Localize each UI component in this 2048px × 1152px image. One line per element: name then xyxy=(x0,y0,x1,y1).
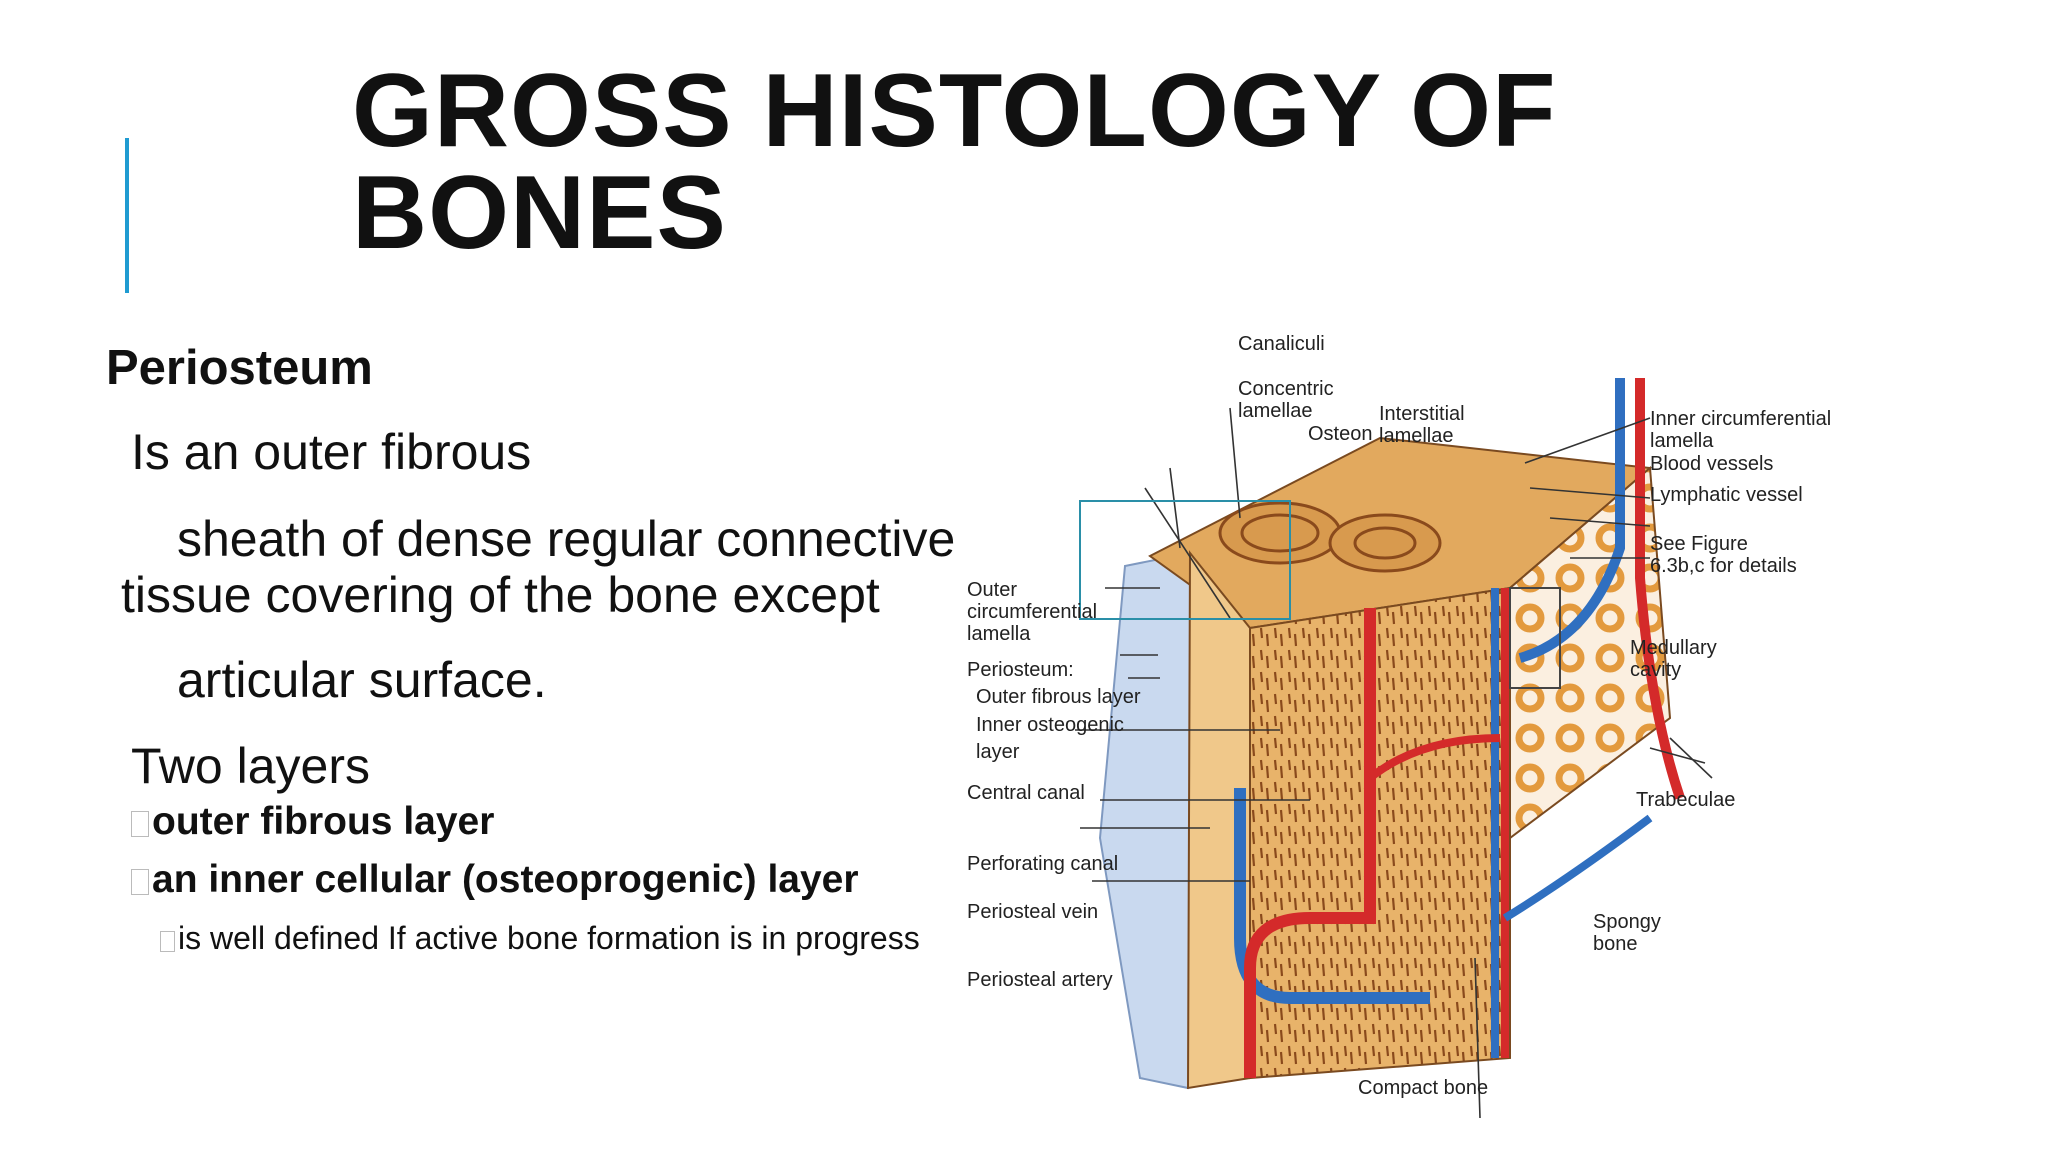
label-trabeculae: Trabeculae xyxy=(1636,789,1735,811)
sub-bullet-label: is well defined If active bone formation… xyxy=(178,920,920,956)
label-perforating-canal: Perforating canal xyxy=(967,853,1118,875)
label-spongy-bone: Spongy xyxy=(1593,911,1661,933)
label-osteon: Osteon xyxy=(1308,423,1372,445)
label-see-figure: See Figure xyxy=(1650,533,1748,555)
periosteal-artery xyxy=(1244,608,1376,1078)
label-outer-circ-2: circumferential xyxy=(967,601,1097,623)
label-outer-fibrous: Outer fibrous layer xyxy=(976,686,1141,708)
label-inner-circ-2: lamella xyxy=(1650,430,1714,452)
bullet-label: outer fibrous layer xyxy=(152,800,495,843)
bullet-icon xyxy=(131,811,149,837)
bullet-label: an inner cellular (osteoprogenic) layer xyxy=(152,858,859,901)
bullet-item: an inner cellular (osteoprogenic) layer xyxy=(131,858,859,902)
label-concentric-2: lamellae xyxy=(1238,400,1312,422)
bullet-icon xyxy=(131,869,149,895)
section-heading: Periosteum xyxy=(106,341,373,395)
body-line-2: sheath of dense regular connective xyxy=(177,511,956,567)
label-interstitial-2: lamellae xyxy=(1379,425,1453,447)
bullet-item: outer fibrous layer xyxy=(131,800,494,844)
label-blood-vessels: Blood vessels xyxy=(1650,453,1773,475)
bone-diagram: Canaliculi Concentric lamellae Osteon In… xyxy=(967,333,1831,1119)
label-inner-osteogenic: Inner osteogenic xyxy=(976,714,1124,736)
label-inner-osteogenic-2: layer xyxy=(976,741,1020,763)
label-medullary-2: cavity xyxy=(1630,659,1681,681)
label-periosteal-artery: Periosteal artery xyxy=(967,969,1113,991)
sub-bullet-item: is well defined If active bone formation… xyxy=(160,920,920,957)
accent-bar xyxy=(125,138,129,293)
body-line-1: Is an outer fibrous xyxy=(131,424,532,480)
label-periosteal-vein: Periosteal vein xyxy=(967,901,1098,923)
spongy-bone xyxy=(1509,465,1672,840)
osteon-top xyxy=(1218,501,1342,565)
compact-bone-face xyxy=(1249,586,1511,1080)
label-inner-circ: Inner circumferential xyxy=(1650,408,1831,430)
bullet-icon xyxy=(160,931,175,952)
label-interstitial: Interstitial xyxy=(1379,403,1465,425)
slide-title: GROSS HISTOLOGY OF BONES xyxy=(352,53,1557,271)
body-line-5: Two layers xyxy=(131,738,370,794)
label-outer-circ-3: lamella xyxy=(967,623,1031,645)
label-compact-bone: Compact bone xyxy=(1358,1077,1488,1099)
label-medullary: Medullary xyxy=(1630,637,1717,659)
label-concentric: Concentric xyxy=(1238,378,1334,400)
label-central-canal: Central canal xyxy=(967,782,1085,804)
periosteum-box xyxy=(1079,500,1291,620)
body-line-3: tissue covering of the bone except xyxy=(121,567,880,623)
label-see-figure-2: 6.3b,c for details xyxy=(1650,555,1797,577)
bone-structure-figure: Canaliculi Concentric lamellae Osteon In… xyxy=(950,318,1950,1119)
label-spongy-bone-2: bone xyxy=(1593,933,1638,955)
label-periosteum: Periosteum: xyxy=(967,659,1074,681)
body-line-4: articular surface. xyxy=(177,652,547,708)
label-outer-circ: Outer xyxy=(967,579,1017,601)
label-lymphatic: Lymphatic vessel xyxy=(1650,484,1803,506)
label-canaliculi: Canaliculi xyxy=(1238,333,1325,355)
